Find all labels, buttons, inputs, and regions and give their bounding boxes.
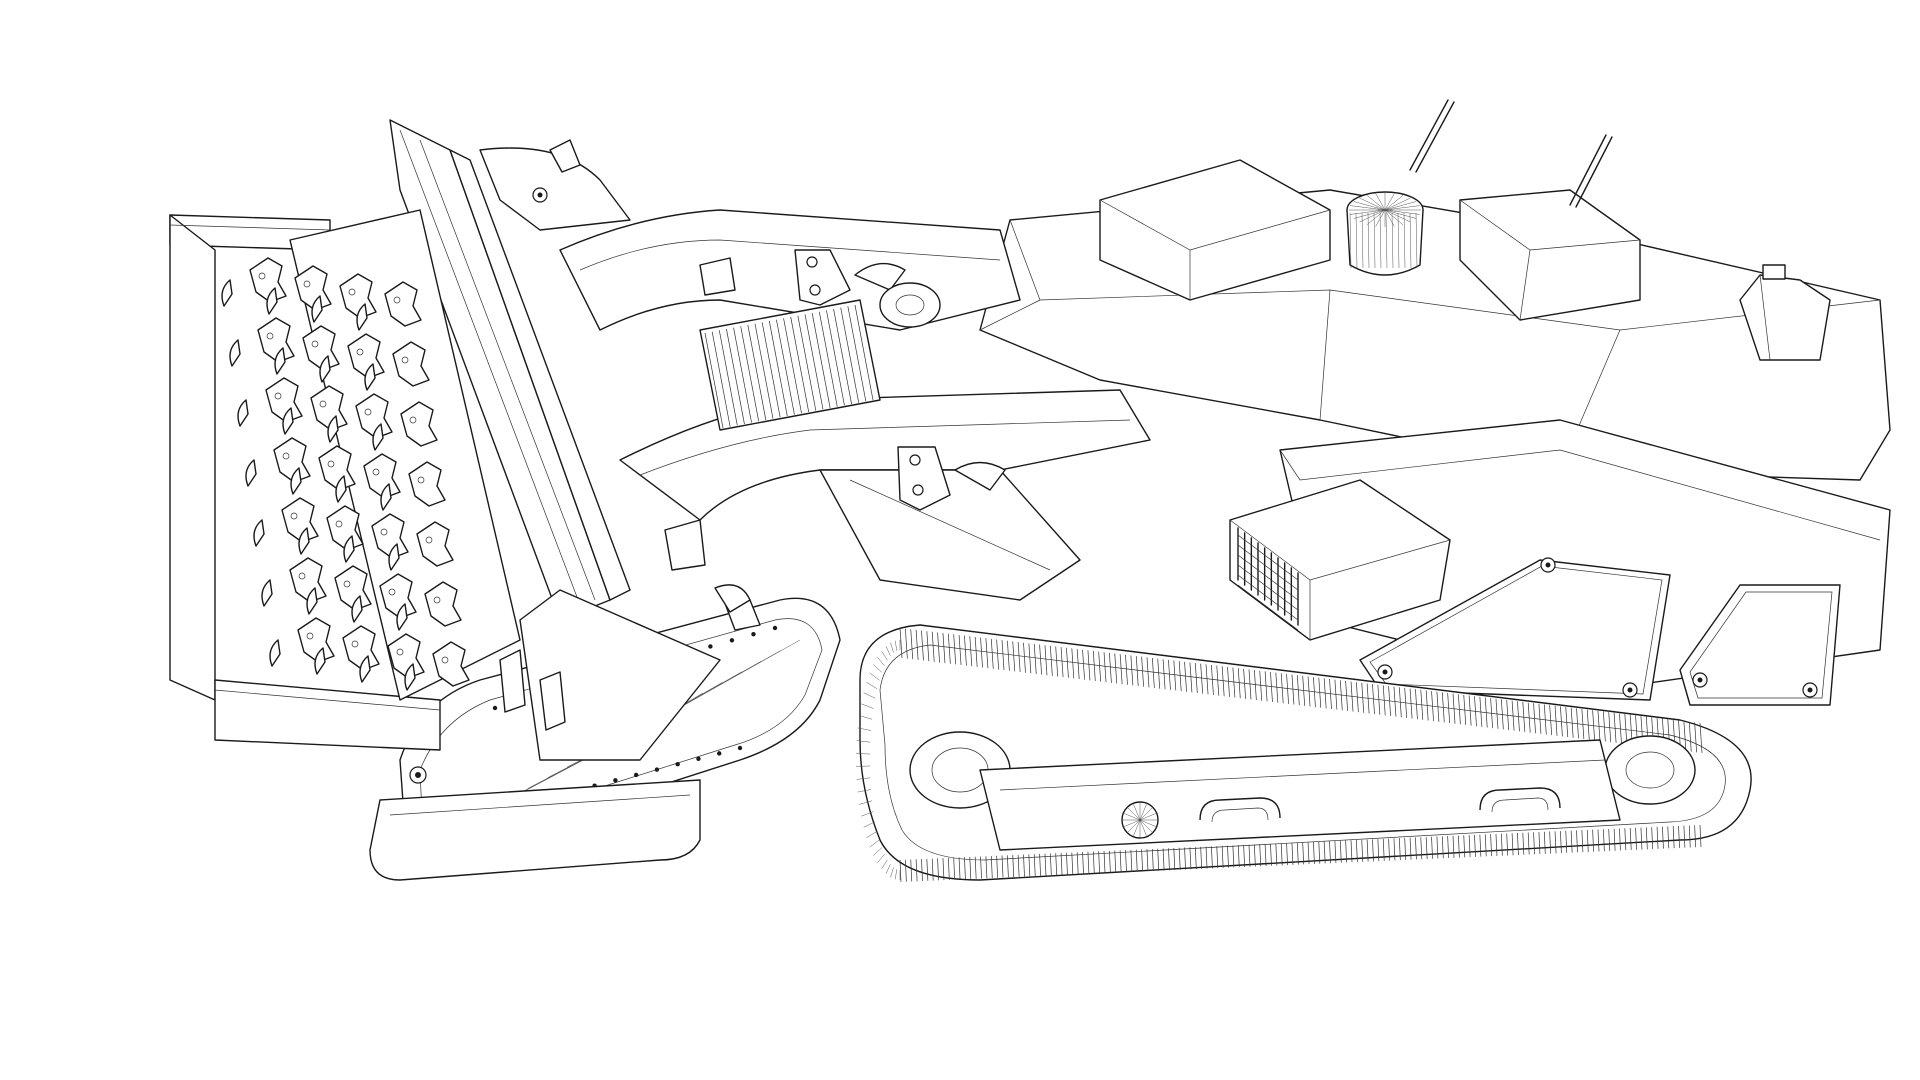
idler-wheel — [1121, 801, 1159, 839]
flail-housing — [169, 119, 761, 761]
lift-handle — [699, 257, 736, 296]
antenna-left — [1409, 99, 1455, 173]
pipe-fitting-front — [1199, 797, 1281, 823]
drive-roller — [699, 282, 941, 431]
hull-body — [979, 99, 1891, 706]
pipe-fitting-rear — [1479, 787, 1561, 813]
air-filter — [1346, 191, 1424, 276]
engine-grille — [1229, 479, 1451, 641]
hinge-bracket-lower — [897, 446, 1006, 511]
track-assembly — [856, 624, 1752, 883]
track-hub-rear — [1604, 735, 1696, 805]
hinge-bracket-upper — [794, 249, 906, 306]
side-panel-rear — [1679, 584, 1841, 706]
antenna-right — [1569, 134, 1613, 208]
